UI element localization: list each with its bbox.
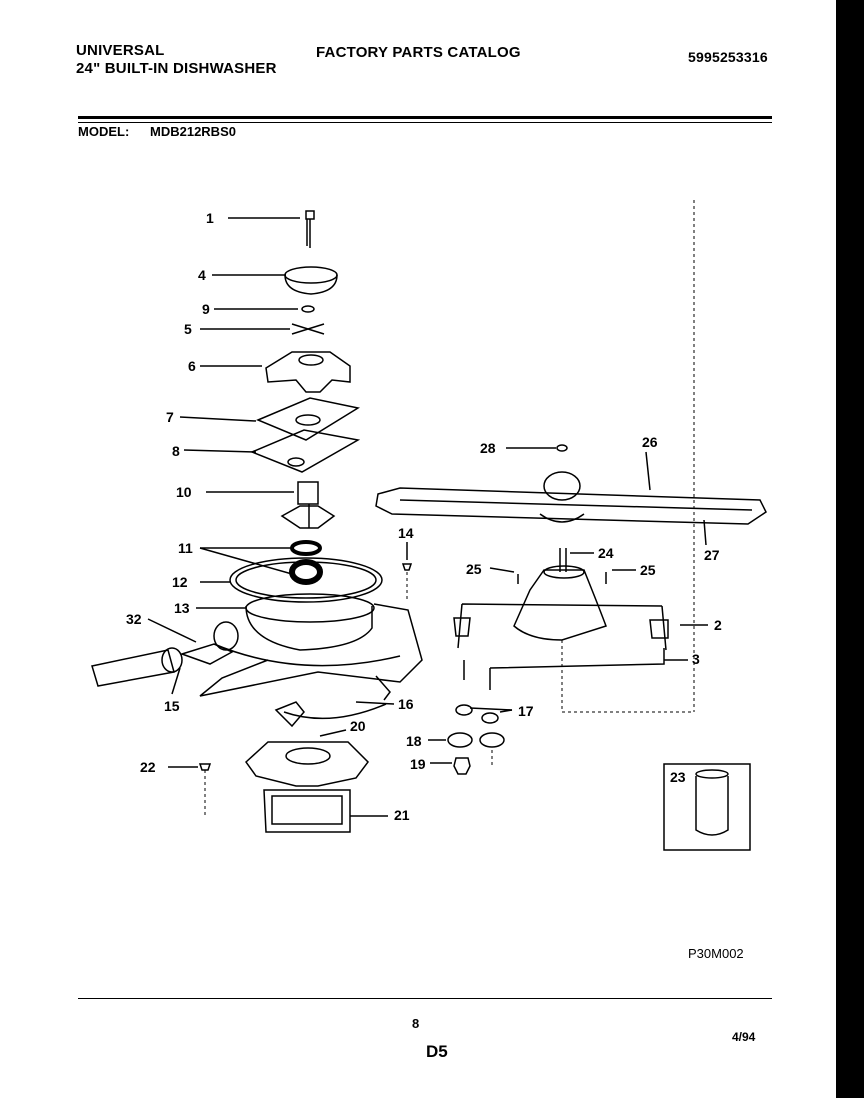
model-number: MDB212RBS0 — [150, 124, 236, 139]
part-label: 8 — [172, 443, 180, 459]
part-label: 3 — [692, 651, 700, 667]
diagram-code: P30M002 — [688, 946, 744, 961]
catalog-title: FACTORY PARTS CATALOG — [316, 44, 521, 61]
part-label: 26 — [642, 434, 658, 450]
part-label: 5 — [184, 321, 192, 337]
part-label: 25 — [640, 562, 656, 578]
part-label: 20 — [350, 718, 366, 734]
part-label: 6 — [188, 358, 196, 374]
part-label: 21 — [394, 807, 410, 823]
part-label: 22 — [140, 759, 156, 775]
catalog-page: UNIVERSAL 24" BUILT-IN DISHWASHER FACTOR… — [0, 0, 836, 1098]
footer-rule — [78, 998, 772, 999]
part-label: 14 — [398, 525, 414, 541]
catalog-number: 5995253316 — [688, 49, 768, 65]
part-label: 15 — [164, 698, 180, 714]
part-label: 16 — [398, 696, 414, 712]
part-label: 12 — [172, 574, 188, 590]
brand-name: UNIVERSAL — [76, 42, 165, 59]
part-label: 1 — [206, 210, 214, 226]
part-label: 32 — [126, 611, 142, 627]
part-label: 11 — [178, 540, 193, 556]
header-rule — [78, 116, 772, 119]
part-label: 23 — [670, 769, 686, 785]
page-number: 8 — [412, 1016, 420, 1031]
part-label: 7 — [166, 409, 174, 425]
part-label: 24 — [598, 545, 614, 561]
part-label: 19 — [410, 756, 426, 772]
product-name: 24" BUILT-IN DISHWASHER — [76, 60, 277, 77]
part-label: 9 — [202, 301, 210, 317]
part-label: 13 — [174, 600, 190, 616]
part-label: 4 — [198, 267, 206, 283]
exploded-parts-diagram: 1 2 3 4 5 6 7 8 9 10 11 12 13 14 15 16 1… — [91, 200, 767, 851]
header-rule-thin — [78, 122, 772, 123]
part-label: 18 — [406, 733, 422, 749]
part-label: 10 — [176, 484, 192, 500]
part-label: 17 — [518, 703, 534, 719]
part-label: 27 — [704, 547, 720, 563]
print-date: 4/94 — [732, 1030, 756, 1044]
part-label: 2 — [714, 617, 722, 633]
model-label: MODEL: — [78, 124, 130, 139]
section-code: D5 — [426, 1042, 448, 1061]
part-label: 28 — [480, 440, 496, 456]
part-label: 25 — [466, 561, 482, 577]
